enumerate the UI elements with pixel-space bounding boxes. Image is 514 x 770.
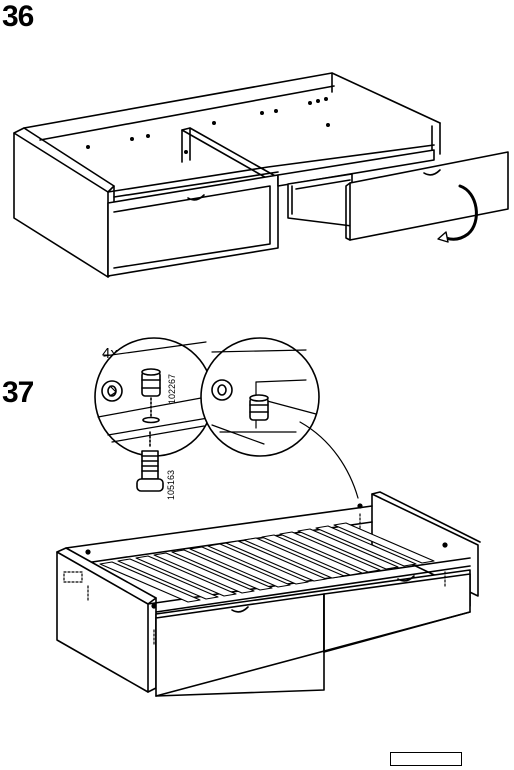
step-number-37: 37 (2, 376, 34, 409)
step-37-drawing: 4x 102267 (56, 337, 481, 697)
page-number-box (390, 752, 462, 766)
dowel-icon (141, 368, 161, 424)
step-number-36: 36 (2, 0, 34, 33)
screw-icon: 105163 (136, 431, 176, 500)
detail-circle-assembled (200, 337, 320, 457)
bed-divider-panel (181, 127, 278, 181)
bed-end-panel-left (13, 127, 115, 278)
drawer-installed (107, 174, 279, 277)
bed-slats (99, 522, 435, 603)
step-36-drawing (13, 72, 509, 278)
cam-lock-icon (101, 380, 123, 402)
fitting-markers (63, 503, 448, 647)
part-number-screw: 105163 (166, 470, 176, 500)
assembled-bed (56, 491, 481, 697)
detail-circle-dowel: 102267 (94, 337, 214, 457)
bed-front-rail (107, 144, 435, 198)
rotate-arrow-icon (437, 184, 478, 243)
drawer-being-inserted (277, 149, 509, 241)
bed-back-panel (23, 72, 441, 158)
part-number-dowel: 102267 (167, 374, 177, 404)
